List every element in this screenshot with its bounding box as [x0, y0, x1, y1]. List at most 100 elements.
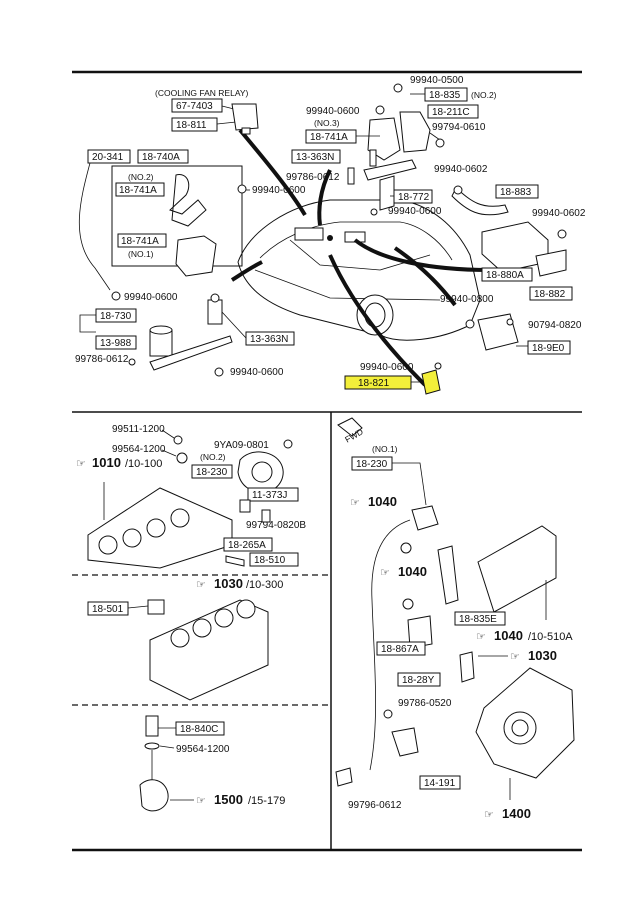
part-99786-0520[interactable]: 99786-0520	[398, 698, 452, 709]
part-11-373J[interactable]: 11-373J	[252, 490, 287, 501]
part-99794-0610[interactable]: 99794-0610	[432, 122, 486, 133]
connector	[411, 505, 439, 531]
hand-pointer-icon-3: ☞	[196, 795, 206, 807]
part-18-741A-right[interactable]: 18-741A	[310, 132, 348, 143]
hand-pointer-icon-4: ☞	[350, 497, 360, 509]
solenoid-no2	[169, 174, 207, 227]
part-18-230-right[interactable]: 18-230	[356, 459, 388, 470]
highlight-18-821[interactable]	[344, 375, 412, 390]
part-99940-0600-d[interactable]: 99940-0600	[306, 106, 360, 117]
part-18-880A[interactable]: 18-880A	[486, 270, 524, 281]
part-18-840C[interactable]: 18-840C	[180, 724, 218, 735]
part-67-7403[interactable]: 67-7403	[176, 101, 213, 112]
ref-1500[interactable]: 1500	[214, 792, 243, 807]
fwd-arrow	[337, 417, 363, 437]
part-13-363N-left[interactable]: 13-363N	[250, 334, 288, 345]
part-99511-1200[interactable]: 99511-1200	[112, 424, 165, 435]
part-18-883[interactable]: 18-883	[500, 187, 532, 198]
no2-left-note: (NO.2)	[128, 172, 154, 182]
part-18-867A[interactable]: 18-867A	[381, 644, 419, 655]
part-99940-0800[interactable]: 99940-0800	[440, 294, 494, 305]
part-18-265A[interactable]: 18-265A	[228, 540, 266, 551]
part-18-835E[interactable]: 18-835E	[459, 614, 497, 625]
thick-leader-4	[328, 254, 427, 387]
part-99564-1200-b[interactable]: 99564-1200	[176, 744, 230, 755]
part-18-882[interactable]: 18-882	[534, 289, 566, 300]
crank-sensor	[391, 727, 419, 757]
part-99940-0600-e[interactable]: 99940-0600	[388, 206, 442, 217]
ref-1030-left[interactable]: 1030	[214, 576, 243, 591]
ref-1400[interactable]: 1400	[502, 806, 531, 821]
part-18-230-left[interactable]: 18-230	[196, 467, 228, 478]
part-99796-0612[interactable]: 99796-0612	[348, 800, 402, 811]
part-18-501[interactable]: 18-501	[92, 604, 124, 615]
part-99940-0600-a[interactable]: 99940-0600	[252, 185, 306, 196]
part-99940-0602-b[interactable]: 99940-0602	[532, 208, 586, 219]
part-14-191[interactable]: 14-191	[424, 778, 456, 789]
thick-leader-1	[238, 128, 307, 217]
ref-1040-c[interactable]: 1040	[494, 628, 523, 643]
no1-right-note: (NO.1)	[372, 444, 398, 454]
right-section: FWD (NO.1) 18-230 1040 ☞ 1040 ☞ 18-835E …	[335, 417, 575, 821]
engine-block	[149, 599, 269, 701]
part-13-988[interactable]: 13-988	[100, 338, 132, 349]
hand-pointer-icon-2: ☞	[196, 579, 206, 591]
part-18-772[interactable]: 18-772	[398, 192, 430, 203]
part-99940-0600-f[interactable]: 99940-0600	[360, 362, 414, 373]
no3-note: (NO.3)	[314, 118, 340, 128]
thick-leader-2	[353, 238, 491, 272]
sensor-harness	[369, 519, 411, 771]
ref-1500-sub: /15-179	[248, 795, 285, 807]
part-18-811[interactable]: 18-811	[176, 120, 207, 131]
sensor-18-821	[421, 369, 441, 395]
part-9YA09-0801[interactable]: 9YA09-0801	[214, 440, 269, 451]
thick-leader-3	[230, 260, 263, 282]
part-99940-0602-a[interactable]: 99940-0602	[434, 164, 488, 175]
cooling-fan-relay-note: (COOLING FAN RELAY)	[155, 88, 249, 98]
hand-pointer-icon-8: ☞	[484, 809, 494, 821]
bracket-bar	[149, 335, 233, 371]
no2-left-section-note: (NO.2)	[200, 452, 226, 462]
knock-sensor-18-501	[147, 599, 165, 615]
part-20-341[interactable]: 20-341	[92, 152, 124, 163]
part-18-730[interactable]: 18-730	[100, 311, 132, 322]
no2-right-note: (NO.2)	[471, 90, 497, 100]
part-99786-0612-left[interactable]: 99786-0612	[75, 354, 129, 365]
part-18-510[interactable]: 18-510	[254, 555, 286, 566]
part-18-740A[interactable]: 18-740A	[142, 152, 180, 163]
sensor-bracket	[437, 545, 459, 605]
ref-1010[interactable]: 1010	[92, 455, 121, 470]
part-18-835[interactable]: 18-835	[429, 90, 461, 101]
ref-1040-a[interactable]: 1040	[368, 494, 397, 509]
part-18-211C[interactable]: 18-211C	[432, 107, 470, 118]
ref-1030-right[interactable]: 1030	[528, 648, 557, 663]
hand-pointer-icon: ☞	[76, 458, 86, 470]
car-illustration	[237, 199, 481, 341]
thick-leader-5	[393, 246, 457, 307]
relay-part	[231, 103, 259, 131]
part-18-741A-lower[interactable]: 18-741A	[121, 236, 159, 247]
part-99940-0600-b[interactable]: 99940-0600	[124, 292, 178, 303]
part-18-741A-upper[interactable]: 18-741A	[119, 185, 157, 196]
ref-1010-sub: /10-100	[125, 458, 162, 470]
wire-bracket	[451, 187, 509, 216]
left-section: 99511-1200 99564-1200 9YA09-0801 (NO.2) …	[76, 424, 306, 812]
ref-1040-c-sub: /10-510A	[528, 631, 573, 643]
part-99940-0600-c[interactable]: 99940-0600	[230, 367, 284, 378]
part-18-821[interactable]: 18-821	[358, 378, 390, 389]
solenoid-no1	[175, 235, 217, 277]
hand-pointer-icon-6: ☞	[476, 631, 486, 643]
part-99564-1200-a[interactable]: 99564-1200	[112, 444, 166, 455]
part-99794-0820B[interactable]: 99794-0820B	[246, 520, 306, 531]
part-18-28Y[interactable]: 18-28Y	[402, 675, 435, 686]
solenoid-group-frame	[111, 165, 243, 267]
part-18-9E0[interactable]: 18-9E0	[532, 343, 565, 354]
part-99786-0612-right[interactable]: 99786-0612	[286, 172, 340, 183]
part-13-363N-right[interactable]: 13-363N	[296, 152, 334, 163]
ref-1040-b[interactable]: 1040	[398, 564, 427, 579]
part-90794-0820[interactable]: 90794-0820	[528, 320, 582, 331]
thick-leader-6	[317, 169, 332, 226]
hand-pointer-icon-5: ☞	[380, 567, 390, 579]
part-99940-0500[interactable]: 99940-0500	[410, 75, 464, 86]
